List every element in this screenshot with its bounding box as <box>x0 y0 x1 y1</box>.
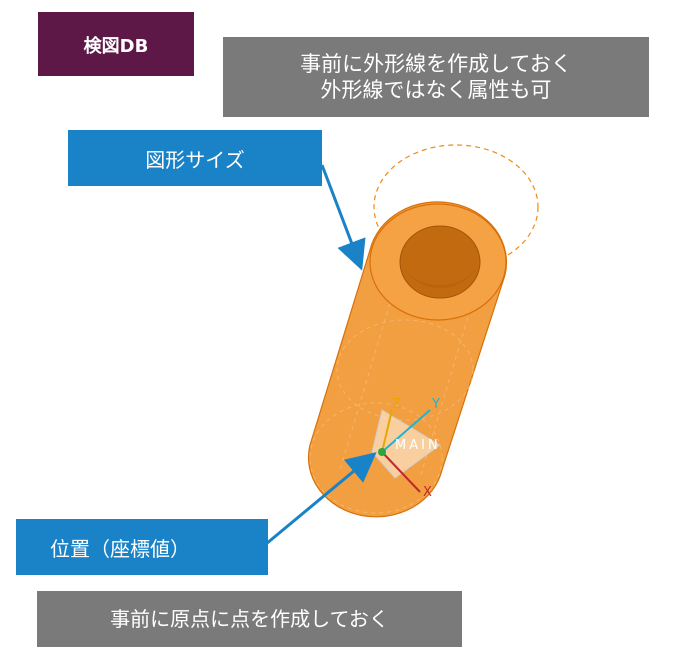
main-plane <box>371 409 441 479</box>
x-axis <box>381 451 421 493</box>
y-axis <box>381 409 431 453</box>
origin-point <box>378 448 386 456</box>
outline-note-line2: 外形線ではなく属性も可 <box>320 78 552 102</box>
size-arrow <box>320 164 366 271</box>
origin-note: 事前に原点に点を作成しておく <box>37 591 462 647</box>
bottom-edge <box>309 402 443 514</box>
origin-note-text: 事前に原点に点を作成しておく <box>110 606 389 631</box>
outline-note: 事前に外形線を作成しておく 外形線ではなく属性も可 <box>223 37 649 117</box>
y-axis-label: Y <box>431 397 440 412</box>
z-axis-label: Z <box>392 397 401 412</box>
outline-note-line1: 事前に外形線を作成しておく <box>300 51 572 76</box>
mid-edge <box>336 319 474 421</box>
cylinder-hole <box>399 225 481 299</box>
position-arrow <box>265 452 377 546</box>
size-callout-label: 図形サイズ <box>145 147 245 172</box>
db-tag-label: 検図DB <box>83 36 149 57</box>
outline-circle <box>373 144 539 270</box>
position-callout: 位置（座標値） <box>16 519 268 575</box>
position-callout-label: 位置（座標値） <box>50 536 190 561</box>
hidden-edge-1 <box>339 295 393 471</box>
db-tag: 検図DB <box>38 12 194 76</box>
z-axis <box>381 409 393 453</box>
x-axis-label: X <box>423 485 432 500</box>
size-callout: 図形サイズ <box>68 130 322 186</box>
coord-system-label: MAIN <box>395 438 441 453</box>
hole-shade <box>404 268 476 289</box>
